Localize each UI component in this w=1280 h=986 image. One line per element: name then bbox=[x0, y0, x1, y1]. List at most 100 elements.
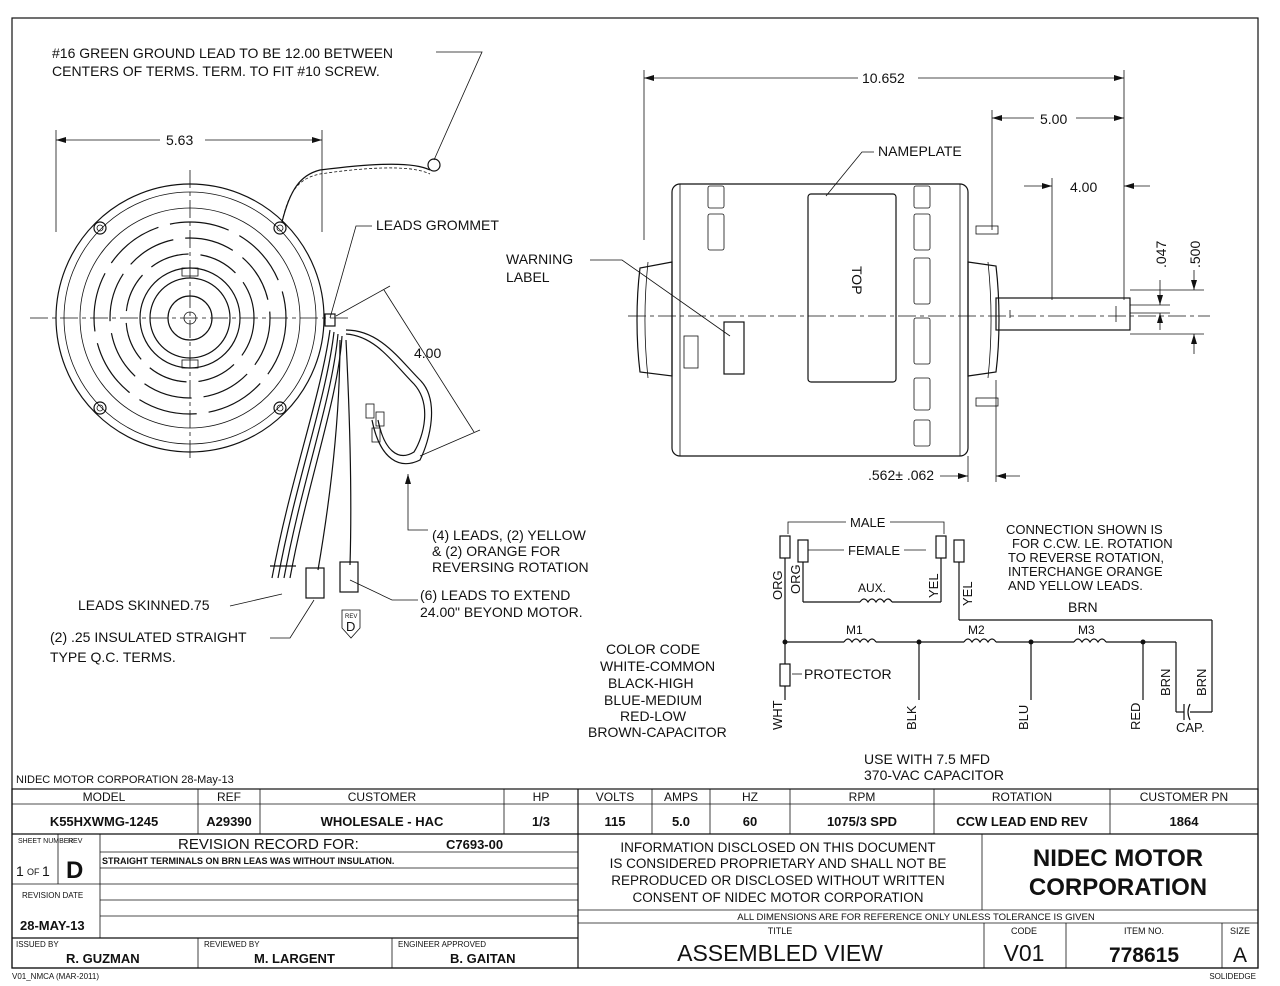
value-volts: 115 bbox=[605, 814, 626, 829]
connection-note-line: TO REVERSE ROTATION, bbox=[1008, 550, 1164, 565]
wiring-diagram: MALE FEMALE ORG ORG YEL YEL AUX. BRN M1 … bbox=[770, 515, 1213, 783]
yel-label-1: YEL bbox=[926, 573, 941, 598]
warning-label-1: WARNING bbox=[506, 251, 573, 267]
dim-5-00: 5.00 bbox=[1040, 111, 1067, 127]
header-volts: VOLTS bbox=[596, 790, 634, 804]
ground-lead-note-1: #16 GREEN GROUND LEAD TO BE 12.00 BETWEE… bbox=[52, 45, 393, 61]
rev-value: D bbox=[66, 857, 83, 884]
software-label: SOLIDEDGE bbox=[1209, 972, 1256, 981]
cap-label: CAP. bbox=[1176, 720, 1205, 735]
corp-date: NIDEC MOTOR CORPORATION 28-May-13 bbox=[16, 774, 234, 786]
top-label: TOP bbox=[849, 266, 865, 295]
ground-lead-note-2: CENTERS OF TERMS. TERM. TO FIT #10 SCREW… bbox=[52, 63, 380, 79]
connection-note-line: AND YELLOW LEADS. bbox=[1008, 578, 1143, 593]
engineer-value: B. GAITAN bbox=[450, 951, 515, 966]
leads-4-note-1: (4) LEADS, (2) YELLOW bbox=[432, 527, 587, 543]
value-hp: 1/3 bbox=[532, 814, 550, 829]
brn-top-label: BRN bbox=[1068, 599, 1098, 615]
color-code-line: WHITE-COMMON bbox=[600, 658, 715, 674]
issued-value: R. GUZMAN bbox=[66, 951, 140, 966]
connection-note-line: FOR C.CW. LE. ROTATION bbox=[1012, 536, 1173, 551]
rev-flag-small: REV bbox=[345, 614, 357, 620]
dim-0500: .500 bbox=[1187, 241, 1203, 268]
sheet-of: OF bbox=[27, 867, 40, 877]
red-label: RED bbox=[1128, 703, 1143, 730]
dim-562: .562± .062 bbox=[868, 467, 934, 483]
leads-skinned-label: LEADS SKINNED.75 bbox=[78, 597, 210, 613]
size-value: A bbox=[1233, 944, 1247, 967]
header-ref: REF bbox=[217, 790, 241, 804]
leads-grommet-label: LEADS GROMMET bbox=[376, 217, 499, 233]
sheet-value-2: 1 bbox=[42, 863, 50, 879]
header-customer-pn: CUSTOMER PN bbox=[1140, 790, 1228, 804]
value-customer-pn: 1864 bbox=[1170, 814, 1200, 829]
protector-label: PROTECTOR bbox=[804, 666, 892, 682]
color-code-line: RED-LOW bbox=[620, 708, 687, 724]
info-line: REPRODUCED OR DISCLOSED WITHOUT WRITTEN bbox=[611, 873, 945, 888]
org-label-2: ORG bbox=[788, 564, 803, 594]
dim-5-63: 5.63 bbox=[166, 132, 193, 148]
item-value: 778615 bbox=[1109, 944, 1179, 967]
m2-label: M2 bbox=[968, 623, 985, 637]
revision-code: C7693-00 bbox=[446, 837, 503, 852]
title-label: TITLE bbox=[768, 926, 793, 936]
dim-4-00-left: 4.00 bbox=[414, 345, 441, 361]
value-model: K55HXWMG-1245 bbox=[50, 814, 158, 829]
insulated-note-1: (2) .25 INSULATED STRAIGHT bbox=[50, 629, 247, 645]
leads-6-note-2: 24.00" BEYOND MOTOR. bbox=[420, 604, 583, 620]
item-label: ITEM NO. bbox=[1124, 926, 1164, 936]
header-hp: HP bbox=[533, 790, 550, 804]
value-rpm: 1075/3 SPD bbox=[827, 814, 897, 829]
header-amps: AMPS bbox=[664, 790, 698, 804]
m1-label: M1 bbox=[846, 623, 863, 637]
sheet-label: SHEET NUMBER bbox=[18, 838, 74, 845]
side-view: 10.652 5.00 4.00 .047 .500 bbox=[506, 70, 1210, 483]
value-rotation: CCW LEAD END REV bbox=[956, 814, 1088, 829]
drawing-title: ASSEMBLED VIEW bbox=[677, 940, 883, 966]
header-model: MODEL bbox=[83, 790, 126, 804]
all-dimensions-note: ALL DIMENSIONS ARE FOR REFERENCE ONLY UN… bbox=[737, 912, 1095, 923]
revision-date: 28-MAY-13 bbox=[20, 918, 85, 933]
dim-10-652: 10.652 bbox=[862, 70, 905, 86]
color-code-title: COLOR CODE bbox=[606, 641, 700, 657]
m3-label: M3 bbox=[1078, 623, 1095, 637]
blk-label: BLK bbox=[904, 705, 919, 730]
leads-4-note-3: REVERSING ROTATION bbox=[432, 559, 589, 575]
color-code: COLOR CODE WHITE-COMMON BLACK-HIGH BLUE-… bbox=[588, 641, 727, 740]
value-hz: 60 bbox=[743, 814, 757, 829]
leads-4-note-2: & (2) ORANGE FOR bbox=[432, 543, 560, 559]
header-customer: CUSTOMER bbox=[348, 790, 417, 804]
info-line: INFORMATION DISCLOSED ON THIS DOCUMENT bbox=[620, 840, 935, 855]
warning-label-2: LABEL bbox=[506, 269, 550, 285]
brn-label-2: BRN bbox=[1194, 669, 1209, 696]
reviewed-label: REVIEWED BY bbox=[204, 940, 260, 949]
form-code: V01_NMCA (MAR-2011) bbox=[12, 972, 99, 981]
reviewed-value: M. LARGENT bbox=[254, 951, 335, 966]
code-value: V01 bbox=[1004, 940, 1045, 966]
code-label: CODE bbox=[1011, 926, 1037, 936]
value-ref: A29390 bbox=[206, 814, 252, 829]
company-name-1: NIDEC MOTOR bbox=[1033, 845, 1203, 872]
use-with-1: USE WITH 7.5 MFD bbox=[864, 751, 990, 767]
revision-date-label: REVISION DATE bbox=[22, 891, 83, 900]
engineer-label: ENGINEER APPROVED bbox=[398, 940, 486, 949]
aux-label: AUX. bbox=[858, 581, 886, 595]
header-rotation: ROTATION bbox=[992, 790, 1052, 804]
insulated-note-2: TYPE Q.C. TERMS. bbox=[50, 649, 176, 665]
org-label-1: ORG bbox=[770, 570, 785, 600]
revision-note: STRAIGHT TERMINALS ON BRN LEAS WAS WITHO… bbox=[102, 856, 394, 866]
issued-label: ISSUED BY bbox=[16, 940, 59, 949]
blu-label: BLU bbox=[1016, 705, 1031, 730]
connection-note-line: INTERCHANGE ORANGE bbox=[1008, 564, 1163, 579]
value-customer: WHOLESALE - HAC bbox=[321, 814, 444, 829]
yel-label-2: YEL bbox=[960, 581, 975, 606]
info-line: CONSENT OF NIDEC MOTOR CORPORATION bbox=[632, 890, 923, 905]
female-label: FEMALE bbox=[848, 543, 900, 558]
revision-record-label: REVISION RECORD FOR: bbox=[178, 836, 359, 853]
sheet-value-1: 1 bbox=[16, 863, 24, 879]
header-hz: HZ bbox=[742, 790, 758, 804]
male-label: MALE bbox=[850, 515, 886, 530]
brn-label-1: BRN bbox=[1158, 669, 1173, 696]
end-view: #16 GREEN GROUND LEAD TO BE 12.00 BETWEE… bbox=[30, 45, 589, 665]
